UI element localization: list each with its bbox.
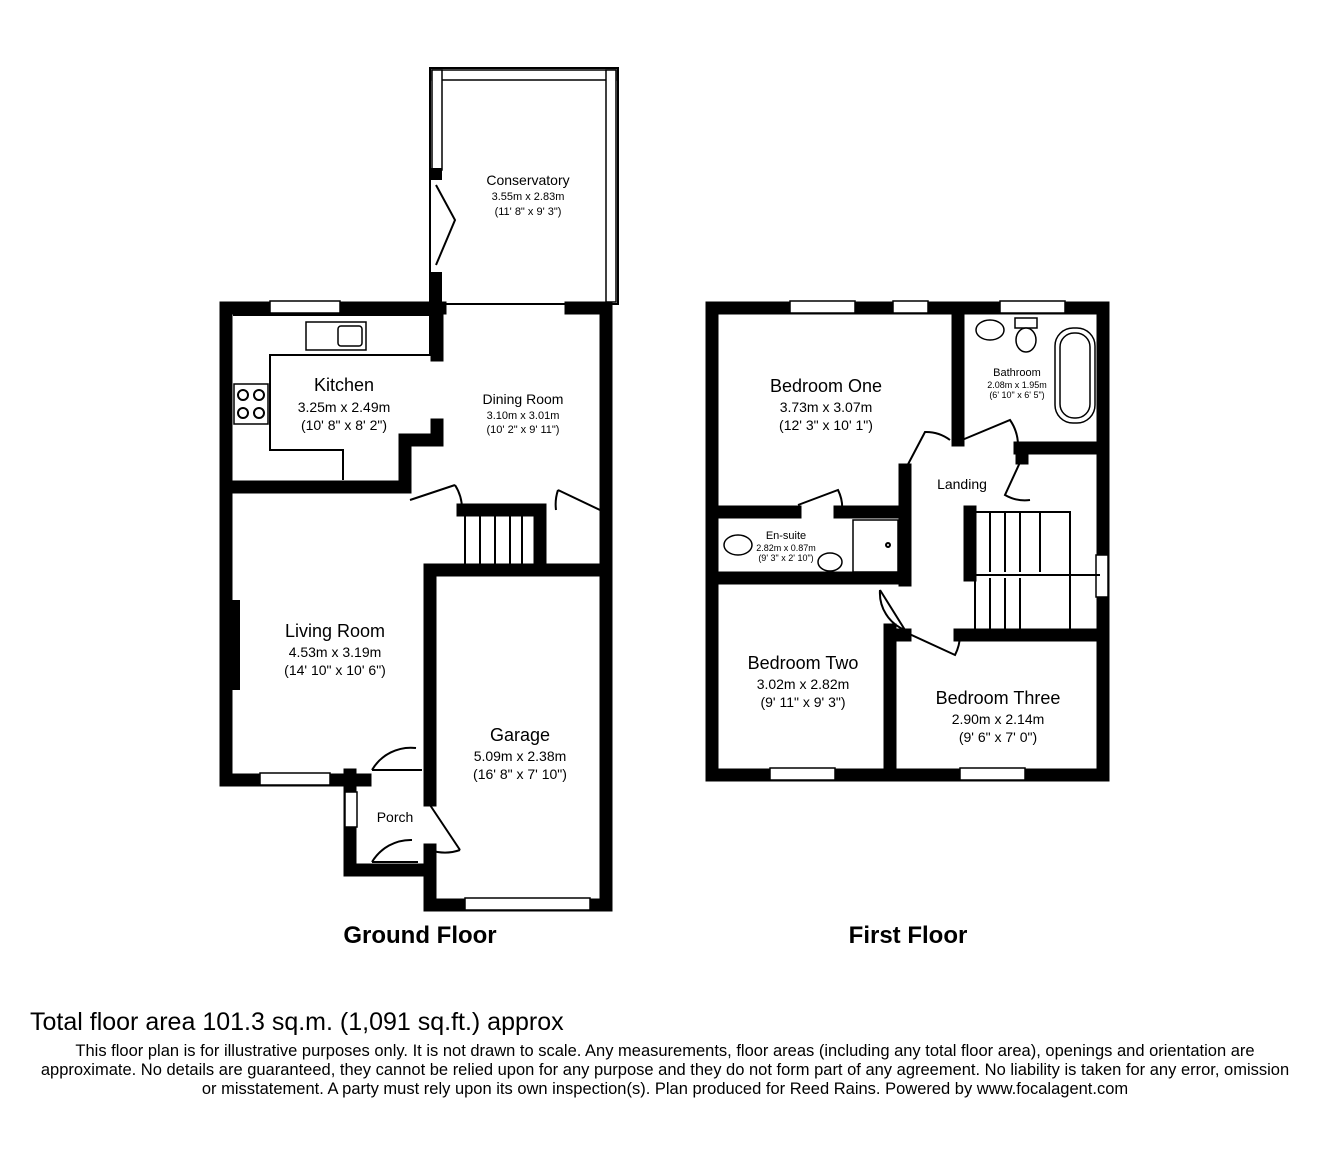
svg-text:Bedroom One: Bedroom One [770,376,882,396]
svg-text:Conservatory: Conservatory [486,172,569,188]
disclaimer: This floor plan is for illustrative purp… [40,1042,1290,1098]
first-floor-label: First Floor [849,922,968,949]
room-porch: Porch [377,809,414,825]
toilet-icon [1014,317,1038,329]
room-living: Living Room 4.53m x 3.19m (14' 10" x 10'… [284,621,386,678]
basin-icon [817,552,843,572]
stairs [464,514,538,568]
svg-text:4.53m x 3.19m: 4.53m x 3.19m [289,644,382,660]
svg-text:(9' 6" x 7' 0"): (9' 6" x 7' 0") [959,729,1037,745]
svg-text:5.09m x 2.38m: 5.09m x 2.38m [474,748,567,764]
kitchen-window [269,300,341,314]
svg-text:(14' 10" x 10' 6"): (14' 10" x 10' 6") [284,662,386,678]
svg-text:3.55m x 2.83m: 3.55m x 2.83m [492,191,565,203]
room-garage: Garage 5.09m x 2.38m (16' 8" x 7' 10") [473,725,567,782]
ground-floor-label: Ground Floor [343,922,496,949]
svg-text:(11' 8" x 9' 3"): (11' 8" x 9' 3") [495,206,562,218]
svg-text:Living Room: Living Room [285,621,385,641]
svg-text:(6' 10" x 6' 5"): (6' 10" x 6' 5") [989,390,1044,400]
garage-door [464,897,591,911]
svg-text:Dining Room: Dining Room [483,391,564,407]
floor-plan: Conservatory 3.55m x 2.83m (11' 8" x 9' … [219,67,1110,949]
living-window [259,772,331,786]
svg-text:3.10m x 3.01m: 3.10m x 3.01m [487,410,560,422]
ground-floor-plan: Conservatory 3.55m x 2.83m (11' 8" x 9' … [219,67,619,949]
svg-text:Bedroom Three: Bedroom Three [936,688,1061,708]
shower-icon [852,519,899,573]
svg-text:Bathroom: Bathroom [993,367,1041,379]
svg-text:(12' 3" x 10' 1"): (12' 3" x 10' 1") [779,417,873,433]
svg-text:En-suite: En-suite [766,530,806,542]
conservatory-frame [429,67,619,306]
room-bedroom-one: Bedroom One 3.73m x 3.07m (12' 3" x 10' … [770,376,882,433]
room-bedroom-two: Bedroom Two 3.02m x 2.82m (9' 11" x 9' 3… [748,653,859,710]
svg-text:3.73m x 3.07m: 3.73m x 3.07m [780,399,873,415]
svg-text:(9' 11" x 9' 3"): (9' 11" x 9' 3") [760,694,845,710]
svg-text:(9' 3" x 2' 10"): (9' 3" x 2' 10") [758,553,813,563]
hob-icon [233,383,269,425]
stairs [974,511,1100,633]
toilet-icon [723,534,753,556]
svg-text:(16' 8" x 7' 10"): (16' 8" x 7' 10") [473,766,567,782]
first-floor-plan: Bedroom One 3.73m x 3.07m (12' 3" x 10' … [705,300,1110,949]
room-ensuite: En-suite 2.82m x 0.87m (9' 3" x 2' 10") [756,530,816,563]
room-conservatory: Conservatory 3.55m x 2.83m (11' 8" x 9' … [486,172,569,218]
fireplace [226,600,240,690]
svg-text:(10' 2" x 9' 11"): (10' 2" x 9' 11") [487,424,560,436]
room-bedroom-three: Bedroom Three 2.90m x 2.14m (9' 6" x 7' … [936,688,1061,745]
svg-text:3.25m x 2.49m: 3.25m x 2.49m [298,399,391,415]
svg-text:Kitchen: Kitchen [314,375,374,395]
svg-text:Bedroom Two: Bedroom Two [748,653,859,673]
room-dining: Dining Room 3.10m x 3.01m (10' 2" x 9' 1… [483,391,564,436]
room-kitchen: Kitchen 3.25m x 2.49m (10' 8" x 8' 2") [298,375,391,433]
svg-text:2.90m x 2.14m: 2.90m x 2.14m [952,711,1045,727]
svg-text:2.82m x 0.87m: 2.82m x 0.87m [756,543,816,553]
svg-text:(10' 8" x 8' 2"): (10' 8" x 8' 2") [301,417,387,433]
svg-text:Garage: Garage [490,725,550,745]
svg-text:3.02m x 2.82m: 3.02m x 2.82m [757,676,850,692]
total-floor-area: Total floor area 101.3 sq.m. (1,091 sq.f… [30,1008,564,1036]
basin-icon [975,319,1005,341]
svg-text:2.08m x 1.95m: 2.08m x 1.95m [987,380,1047,390]
room-landing: Landing [937,476,987,492]
room-bathroom: Bathroom 2.08m x 1.95m (6' 10" x 6' 5") [987,367,1047,400]
